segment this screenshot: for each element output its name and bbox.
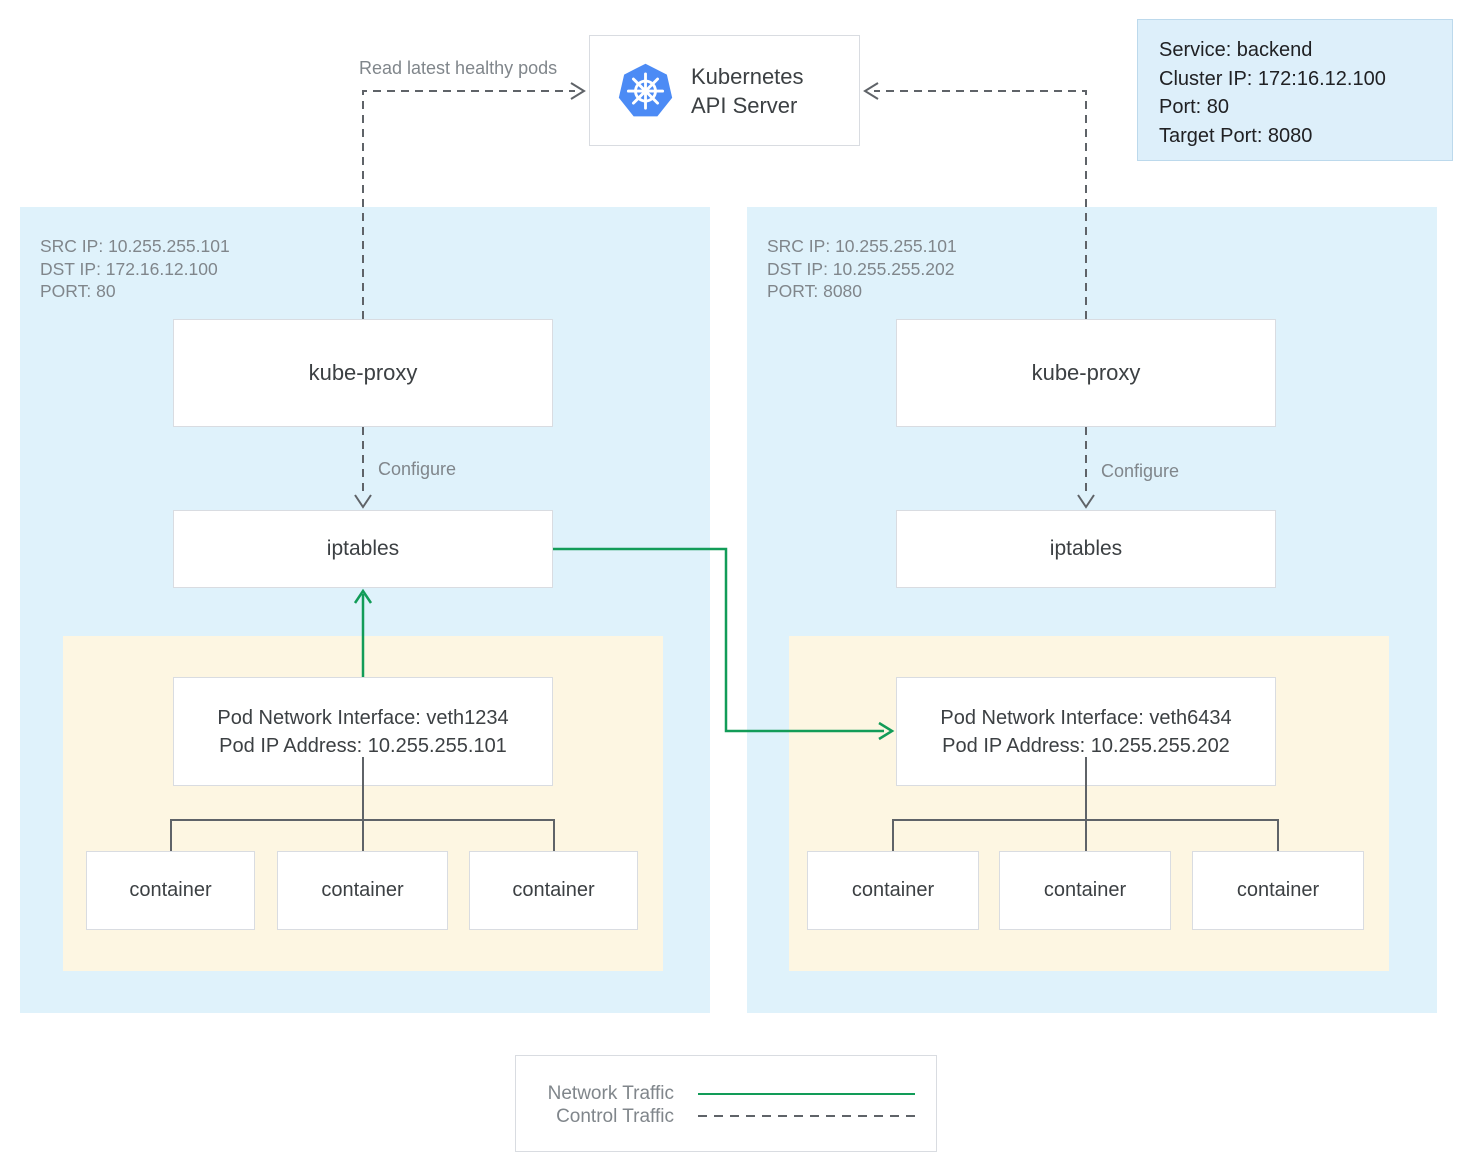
dst-ip-label: DST IP: 172.16.12.100 bbox=[40, 258, 218, 279]
network-traffic-line bbox=[698, 1093, 915, 1095]
network-traffic-label: Network Traffic bbox=[547, 1083, 674, 1104]
pod-network-interface-label: Pod Network Interface: veth1234 bbox=[217, 706, 509, 729]
api-server-title: Kubernetes API Server bbox=[691, 63, 804, 118]
port-label: PORT: 80 bbox=[40, 281, 116, 301]
pod-ip-address-label: Pod IP Address: 10.255.255.101 bbox=[219, 734, 507, 757]
kubernetes-api-server-box: Kubernetes API Server bbox=[589, 35, 860, 146]
container-box: container bbox=[469, 851, 638, 930]
target-port-line: Target Port: 8080 bbox=[1159, 124, 1313, 147]
container-box: container bbox=[999, 851, 1171, 930]
port-label: PORT: 8080 bbox=[767, 281, 863, 301]
arrowhead-left-icon bbox=[863, 82, 879, 100]
read-latest-healthy-pods-label: Read latest healthy pods bbox=[359, 58, 558, 78]
node-left-meta: SRC IP: 10.255.255.101 DST IP: 172.16.12… bbox=[40, 235, 230, 303]
control-traffic-line bbox=[698, 1115, 915, 1117]
legend: Network Traffic Control Traffic bbox=[515, 1055, 937, 1152]
container-box: container bbox=[277, 851, 448, 930]
control-traffic-label: Control Traffic bbox=[556, 1106, 674, 1127]
cluster-ip-line: Cluster IP: 172:16.12.100 bbox=[1159, 67, 1386, 90]
kube-proxy-box: kube-proxy bbox=[173, 319, 553, 427]
pod-network-interface-label: Pod Network Interface: veth6434 bbox=[940, 706, 1232, 729]
node-right: SRC IP: 10.255.255.101 DST IP: 10.255.25… bbox=[747, 207, 1437, 1013]
port-line: Port: 80 bbox=[1159, 96, 1230, 118]
kubernetes-logo-icon bbox=[618, 63, 673, 117]
container-box: container bbox=[807, 851, 979, 930]
arrowhead-right-icon bbox=[570, 82, 586, 100]
pod-network-interface-box: Pod Network Interface: veth6434 Pod IP A… bbox=[896, 677, 1276, 786]
configure-label-left: Configure bbox=[378, 459, 457, 479]
iptables-box: iptables bbox=[173, 510, 553, 588]
service-info-box: Service: backend Cluster IP: 172:16.12.1… bbox=[1137, 19, 1453, 161]
node-right-meta: SRC IP: 10.255.255.101 DST IP: 10.255.25… bbox=[767, 235, 957, 303]
iptables-box: iptables bbox=[896, 510, 1276, 588]
pod-box: Pod Network Interface: veth6434 Pod IP A… bbox=[789, 636, 1389, 971]
dst-ip-label: DST IP: 10.255.255.202 bbox=[767, 258, 955, 279]
service-name-line: Service: backend bbox=[1159, 39, 1313, 61]
kube-proxy-box: kube-proxy bbox=[896, 319, 1276, 427]
configure-label-right: Configure bbox=[1101, 461, 1180, 481]
node-left: SRC IP: 10.255.255.101 DST IP: 172.16.12… bbox=[20, 207, 710, 1013]
pod-box: Pod Network Interface: veth1234 Pod IP A… bbox=[63, 636, 663, 971]
pod-ip-address-label: Pod IP Address: 10.255.255.202 bbox=[942, 734, 1230, 757]
src-ip-label: SRC IP: 10.255.255.101 bbox=[767, 236, 957, 256]
container-box: container bbox=[1192, 851, 1364, 930]
container-box: container bbox=[86, 851, 255, 930]
src-ip-label: SRC IP: 10.255.255.101 bbox=[40, 236, 230, 256]
pod-network-interface-box: Pod Network Interface: veth1234 Pod IP A… bbox=[173, 677, 553, 786]
